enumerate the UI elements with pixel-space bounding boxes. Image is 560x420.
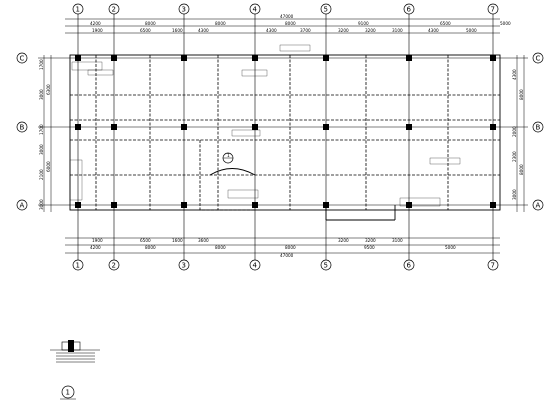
left-dimensions: 1700 3000 6300 1700 3000 2100 6000 3000 (39, 55, 52, 212)
svg-text:3200: 3200 (338, 28, 349, 33)
svg-text:4: 4 (253, 6, 258, 14)
svg-text:6500: 6500 (440, 21, 451, 26)
frame-outline (69, 54, 501, 211)
svg-text:8000: 8000 (519, 164, 524, 175)
svg-text:8000: 8000 (145, 245, 156, 250)
svg-text:B: B (20, 124, 25, 132)
beam-annotations (69, 44, 461, 207)
svg-text:3100: 3100 (392, 238, 403, 243)
svg-text:1900: 1900 (92, 238, 103, 243)
svg-text:3000: 3000 (512, 189, 517, 200)
svg-text:1900: 1900 (92, 28, 103, 33)
svg-text:1700: 1700 (39, 124, 44, 135)
svg-text:4: 4 (253, 262, 258, 270)
svg-text:3200: 3200 (365, 238, 376, 243)
svg-text:4300: 4300 (198, 28, 209, 33)
svg-text:5000: 5000 (466, 28, 477, 33)
svg-text:3200: 3200 (365, 28, 376, 33)
svg-text:2000: 2000 (512, 126, 517, 137)
svg-text:6500: 6500 (140, 238, 151, 243)
section-marker: 1 (222, 152, 234, 164)
svg-text:3000: 3000 (39, 144, 44, 155)
svg-text:3: 3 (182, 262, 186, 270)
grid-row-bubbles: C B A C B A (16, 52, 544, 211)
svg-text:4300: 4300 (512, 69, 517, 80)
bottom-dimensions: 1900 6500 1600 3600 3200 3200 3100 4200 … (65, 237, 500, 258)
svg-text:4200: 4200 (90, 245, 101, 250)
svg-text:1: 1 (227, 153, 230, 158)
svg-text:47000: 47000 (280, 14, 294, 19)
right-dimensions: 4300 8000 2000 2300 8000 3000 (512, 55, 525, 212)
svg-text:A: A (20, 202, 25, 210)
svg-text:A: A (536, 202, 541, 210)
svg-text:1: 1 (76, 6, 80, 14)
grid-column-bubbles-bottom: 1 2 3 4 5 6 7 (72, 259, 499, 271)
svg-text:6000: 6000 (46, 161, 51, 172)
svg-text:1: 1 (66, 389, 70, 397)
svg-text:1600: 1600 (172, 238, 183, 243)
grid-column-bubbles-top: 1 2 3 4 5 6 7 (72, 3, 499, 15)
svg-text:2: 2 (112, 6, 116, 14)
svg-text:8000: 8000 (145, 21, 156, 26)
detail-section (50, 340, 100, 363)
svg-text:5: 5 (324, 262, 328, 270)
svg-text:6: 6 (407, 262, 412, 270)
svg-text:9500: 9500 (364, 245, 375, 250)
svg-text:6500: 6500 (140, 28, 151, 33)
svg-text:3700: 3700 (300, 28, 311, 33)
svg-text:5: 5 (324, 6, 328, 14)
svg-text:C: C (536, 55, 541, 63)
svg-text:7: 7 (491, 6, 495, 14)
svg-text:7: 7 (491, 262, 495, 270)
svg-text:3600: 3600 (198, 238, 209, 243)
svg-text:47000: 47000 (280, 253, 294, 258)
svg-text:8000: 8000 (285, 21, 296, 26)
svg-text:9100: 9100 (358, 21, 369, 26)
svg-text:4200: 4200 (90, 21, 101, 26)
svg-text:5000: 5000 (445, 245, 456, 250)
svg-text:B: B (536, 124, 541, 132)
svg-text:3100: 3100 (392, 28, 403, 33)
svg-text:1600: 1600 (172, 28, 183, 33)
svg-text:6: 6 (407, 6, 412, 14)
svg-text:C: C (20, 55, 25, 63)
axis-lines (38, 13, 528, 260)
svg-text:2300: 2300 (512, 151, 517, 162)
svg-text:4300: 4300 (428, 28, 439, 33)
beam-grid (70, 55, 500, 221)
svg-text:4300: 4300 (266, 28, 277, 33)
svg-text:2100: 2100 (39, 169, 44, 180)
svg-text:3200: 3200 (338, 238, 349, 243)
svg-text:3000: 3000 (39, 89, 44, 100)
svg-text:3: 3 (182, 6, 186, 14)
svg-text:8000: 8000 (285, 245, 296, 250)
svg-text:3000: 3000 (39, 199, 44, 210)
svg-text:8000: 8000 (215, 21, 226, 26)
top-dimensions: 47000 4200 8000 8000 8000 9100 6500 5000… (65, 14, 511, 34)
svg-text:1700: 1700 (39, 59, 44, 70)
columns (75, 55, 496, 208)
detail-marker: 1 (60, 385, 76, 400)
svg-text:1: 1 (76, 262, 80, 270)
svg-text:8000: 8000 (215, 245, 226, 250)
svg-text:2: 2 (112, 262, 116, 270)
svg-text:6300: 6300 (46, 84, 51, 95)
svg-text:8000: 8000 (519, 89, 524, 100)
svg-text:5000: 5000 (500, 21, 511, 26)
